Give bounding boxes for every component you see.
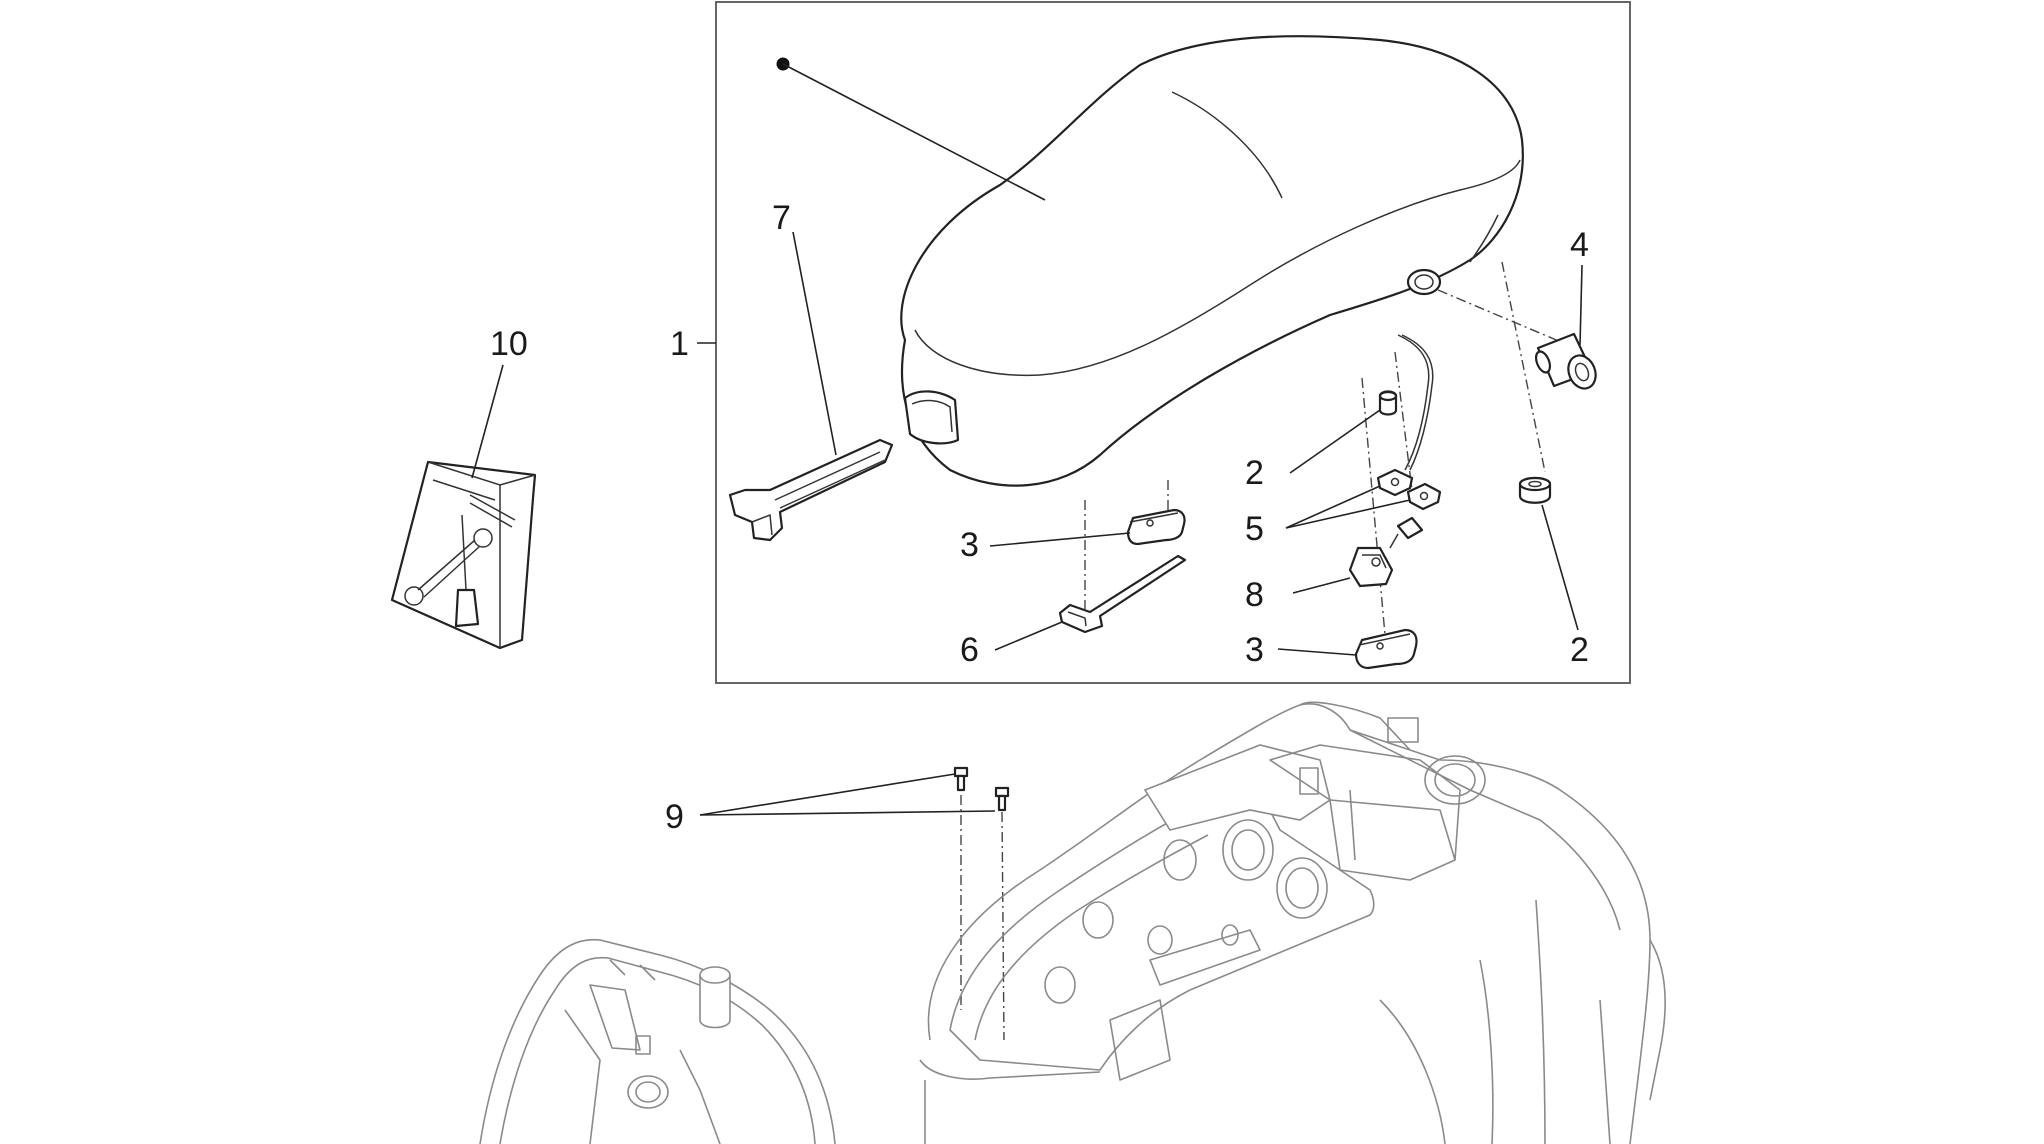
callout-7-leader xyxy=(792,231,837,456)
reference-dot-leader xyxy=(782,63,1046,201)
scooter-body-frame xyxy=(919,701,1666,1144)
tool-kit-bag-part xyxy=(390,460,537,650)
callout-3a-leader xyxy=(989,532,1131,547)
callout-8-leader xyxy=(1292,577,1351,594)
buffer-lower xyxy=(1354,628,1418,670)
callout-2b-leader xyxy=(1541,504,1579,631)
callout-3b: 3 xyxy=(1245,631,1264,669)
callout-3a: 3 xyxy=(960,526,979,564)
bumper-right xyxy=(1518,476,1552,504)
seat xyxy=(900,35,1524,487)
lower-frame-fragment xyxy=(479,938,836,1144)
callout-7: 7 xyxy=(772,199,791,237)
axis-part5 xyxy=(1394,351,1413,491)
callout-6-leader xyxy=(994,621,1063,651)
callout-8: 8 xyxy=(1245,576,1264,614)
callout-6: 6 xyxy=(960,631,979,669)
axis-rear-bumper xyxy=(1501,261,1546,473)
callout-5-leader-b xyxy=(1285,499,1411,529)
lock-cylinder-part xyxy=(1534,332,1597,390)
callout-2a: 2 xyxy=(1245,454,1264,492)
callout-9: 9 xyxy=(665,798,684,836)
callout-2a-leader xyxy=(1289,409,1381,474)
clips-part xyxy=(1376,468,1442,511)
callout-9-leader-b xyxy=(699,810,996,816)
bumper-middle xyxy=(1378,390,1398,416)
callout-2b: 2 xyxy=(1570,631,1589,669)
callout-3b-leader xyxy=(1277,648,1357,656)
callout-5: 5 xyxy=(1245,510,1264,548)
hinge-strip-part xyxy=(728,438,894,542)
switch-connector-part xyxy=(1348,516,1424,588)
callout-4-leader xyxy=(1579,264,1583,346)
callout-10-leader xyxy=(471,364,504,479)
axis-screw-b xyxy=(1001,811,1005,1041)
callout-4: 4 xyxy=(1570,226,1589,264)
screws-part xyxy=(953,766,1010,812)
cable-tie-part xyxy=(1058,554,1187,634)
buffer-upper xyxy=(1126,508,1186,546)
callout-5-leader-a xyxy=(1285,485,1381,529)
callout-10: 10 xyxy=(490,325,528,363)
callout-1: 1 xyxy=(670,325,689,363)
callout-9-leader-a xyxy=(699,773,956,816)
